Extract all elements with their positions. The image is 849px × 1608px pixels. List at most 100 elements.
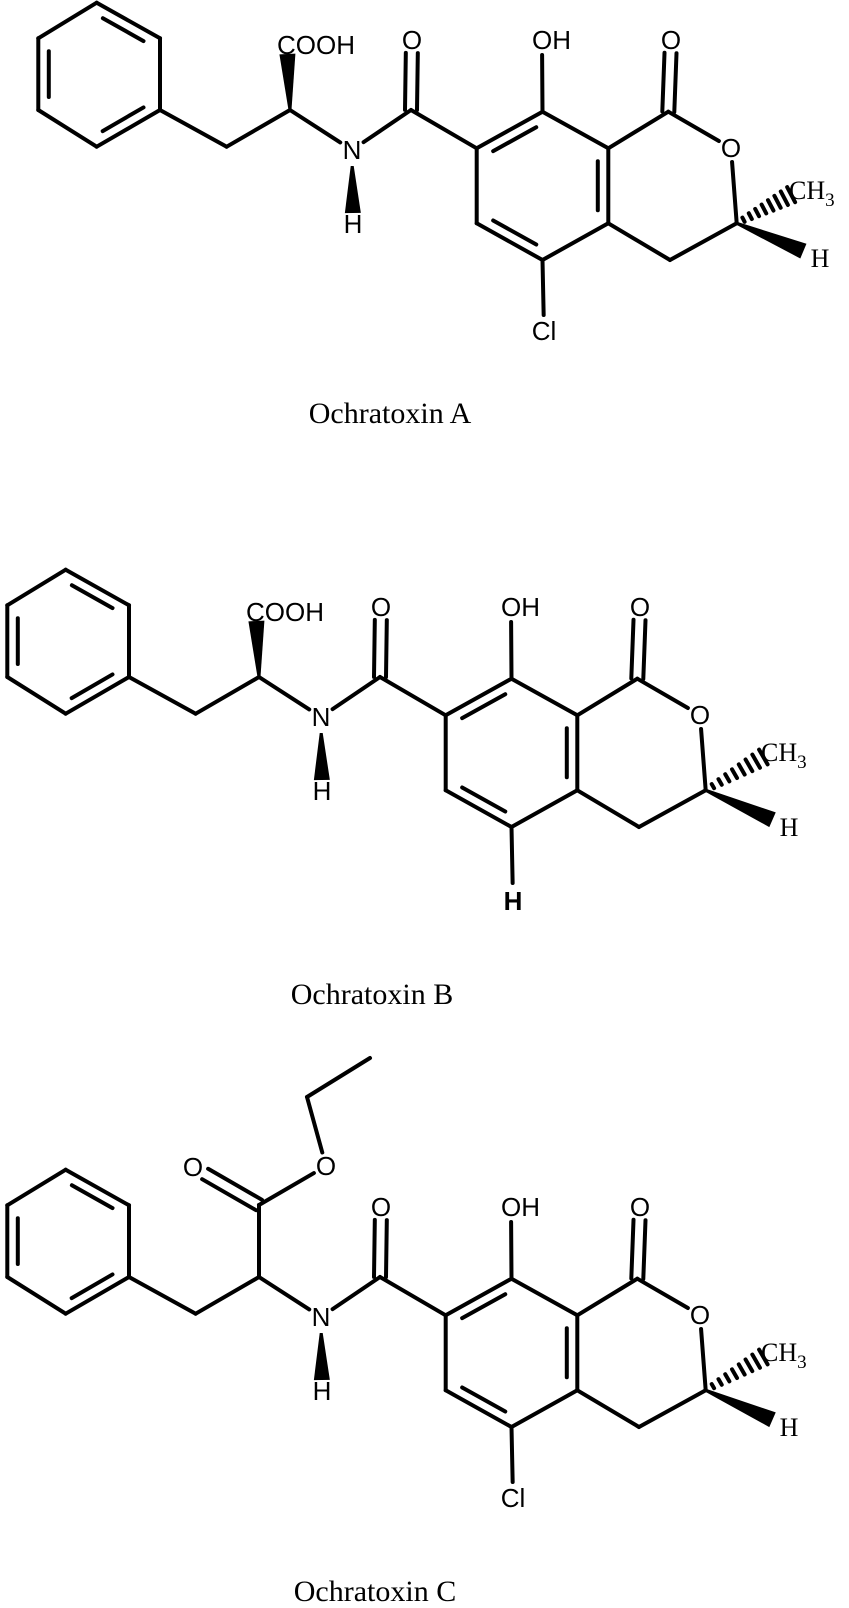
atom-label-o: O: [630, 1192, 650, 1222]
atom-label-h: H: [313, 776, 332, 806]
bond-double: [403, 50, 408, 112]
bond-hash-mark: [709, 782, 717, 791]
bond-single: [5, 675, 68, 716]
atom-label-o: O: [721, 133, 741, 163]
bond-single: [409, 108, 479, 151]
bonds: [5, 567, 776, 886]
bond-hash-mark: [736, 762, 747, 777]
bonds: [36, 0, 807, 318]
bond-single: [378, 1275, 448, 1318]
bond-single: [606, 221, 672, 262]
bond-double-inner: [100, 16, 146, 44]
bond-hash-mark: [716, 777, 724, 787]
bond-hash-mark: [740, 215, 747, 224]
bond-double-inner: [69, 672, 115, 701]
bond-hash-mark: [753, 206, 762, 219]
bond-double: [63, 1167, 131, 1208]
bond-single: [305, 1056, 372, 1099]
atom-label-ch3: CH3: [761, 738, 807, 773]
bond-double: [94, 0, 162, 41]
bond-single: [509, 1276, 580, 1318]
atom-label-h: H: [811, 244, 830, 273]
atom-label-h: H: [344, 209, 363, 239]
bond-single: [699, 726, 708, 793]
bond-hash-mark: [757, 747, 770, 767]
bond-single: [666, 109, 721, 143]
bond-double-inner: [69, 1183, 115, 1211]
bond-single: [540, 109, 611, 151]
atom-label-cl: Cl: [501, 1483, 526, 1513]
bond-double-inner: [69, 1272, 115, 1301]
bond-wedge: [705, 788, 776, 828]
bond-single: [509, 788, 580, 829]
bond-single: [305, 1095, 325, 1155]
bond-double-inner: [460, 1292, 508, 1321]
bond-single: [509, 1425, 515, 1485]
bond-double-inner: [460, 692, 508, 721]
bond-single: [606, 109, 671, 151]
bond-single: [635, 1276, 690, 1310]
atom-label-o: O: [661, 25, 681, 55]
bond-single: [378, 675, 448, 718]
atom-label-ch3: CH3: [789, 176, 835, 211]
bond-hash-mark: [785, 185, 798, 205]
bond-single: [5, 1275, 68, 1316]
atom-label-cooh: COOH: [246, 597, 324, 627]
bond-single: [330, 1275, 382, 1312]
bond-double: [200, 1177, 259, 1213]
bond-double-inner: [460, 1385, 508, 1414]
bond-single: [575, 788, 641, 829]
bond-single: [5, 1167, 68, 1208]
atom-label-o: O: [690, 700, 710, 730]
bond-single: [540, 221, 611, 262]
bond-hash-mark: [746, 211, 754, 222]
atom-label-oh: OH: [501, 1192, 540, 1222]
bond-hash-mark: [743, 1357, 755, 1374]
bond-double: [629, 617, 636, 681]
bond-double: [443, 676, 514, 718]
atom-label-cl: Cl: [532, 316, 557, 346]
bond-double: [474, 109, 545, 151]
atom-label-oh: OH: [532, 25, 571, 55]
molecule-name-ochratoxin-b: Ochratoxin B: [290, 978, 454, 1011]
bond-single: [575, 1388, 641, 1429]
atom-label-o: O: [690, 1300, 710, 1330]
bond-single: [36, 0, 99, 41]
bond-hash-mark: [723, 772, 732, 784]
bond-single: [575, 676, 640, 718]
bonds: [5, 1056, 776, 1485]
bond-single: [36, 108, 99, 149]
bond-hash-mark: [730, 1367, 740, 1380]
bond-double: [372, 617, 377, 679]
bond-single: [699, 1326, 708, 1393]
bond-hash-mark: [716, 1377, 724, 1387]
bond-double: [63, 567, 131, 608]
bond-wedge: [313, 732, 330, 781]
bond-single: [193, 675, 261, 716]
bond-double-inner: [460, 785, 508, 814]
bond-double-inner: [491, 125, 539, 154]
bond-single: [5, 567, 68, 608]
bond-double: [672, 51, 679, 114]
bond-wedge: [313, 1332, 330, 1381]
atom-label-o: O: [371, 1192, 391, 1222]
bond-double: [641, 618, 648, 681]
atom-label-h: H: [313, 1376, 332, 1406]
atom-label-n: N: [312, 702, 331, 732]
bond-single: [668, 221, 739, 262]
atom-label-h: H: [780, 1413, 799, 1442]
bond-double: [372, 1217, 377, 1279]
atom-label-n: N: [312, 1302, 331, 1332]
bond-single: [509, 1388, 580, 1429]
bond-hash-mark: [750, 752, 762, 770]
bond-double: [443, 1388, 514, 1429]
molecule-name-ochratoxin-c: Ochratoxin C: [293, 1575, 457, 1608]
bond-single: [509, 676, 580, 718]
bond-hash-mark: [730, 767, 740, 780]
bond-single: [575, 1276, 640, 1318]
bond-double: [629, 1217, 636, 1281]
